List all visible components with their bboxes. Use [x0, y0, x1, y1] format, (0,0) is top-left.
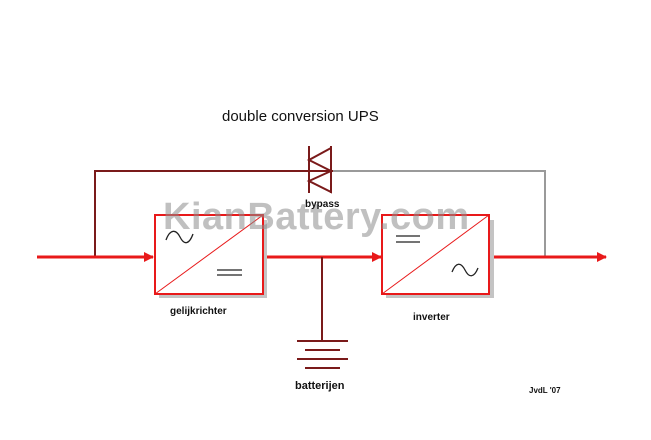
watermark-text: KianBattery.com: [163, 196, 470, 238]
rectifier-block: [154, 214, 267, 298]
inverter-block: [381, 214, 494, 298]
bypass-label: bypass: [305, 199, 340, 210]
dc-symbol-icon: [217, 269, 242, 276]
diagram-title: double conversion UPS: [222, 108, 379, 125]
rectifier-label: gelijkrichter: [170, 306, 227, 317]
ac-wave-icon: [451, 263, 479, 277]
battery-label: batterijen: [295, 380, 345, 392]
bypass-return-line: [333, 170, 546, 257]
ac-wave-icon: [165, 230, 194, 244]
inverter-label: inverter: [413, 312, 450, 323]
dc-symbol-icon: [396, 235, 420, 243]
battery-icon: [297, 340, 348, 369]
bypass-line: [94, 170, 333, 257]
credit-text: JvdL '07: [529, 386, 561, 395]
bypass-switch-icon: [306, 146, 332, 194]
